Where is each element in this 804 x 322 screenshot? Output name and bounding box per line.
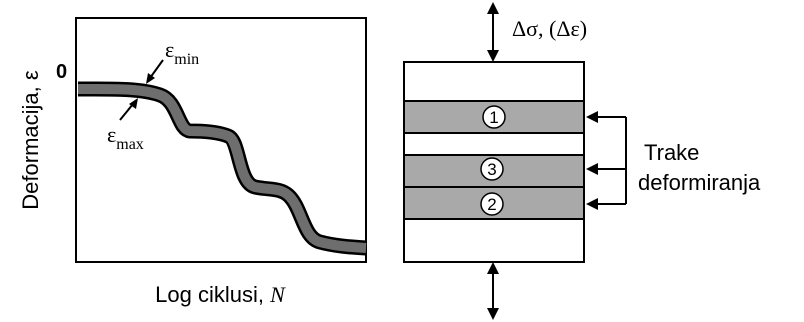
- strain-curve-outline: [77, 81, 367, 256]
- eps-min-label: εmin: [165, 37, 199, 68]
- bottom-load-arrowhead-up: [487, 262, 499, 274]
- band-bracket: [594, 116, 627, 205]
- band-3-number: 3: [487, 160, 496, 179]
- load-label: Δσ, (Δε): [512, 16, 587, 41]
- bracket-arrowhead-3: [586, 163, 598, 175]
- bracket-arrowhead-2: [586, 198, 598, 210]
- bands-label-line1: Trake: [644, 140, 699, 165]
- bottom-load-arrowhead-down: [487, 308, 499, 320]
- eps-max-label: εmax: [107, 122, 144, 153]
- bands-label-line2: deformiranja: [638, 170, 761, 195]
- band-2-marker: [480, 192, 504, 216]
- eps-min-arrow-line: [149, 59, 164, 79]
- band-1-number: 1: [489, 108, 498, 127]
- strain-plot: Deformacija, ε 0 εmin εmax Log ciklusi, …: [18, 17, 367, 307]
- band-3-marker: [480, 157, 504, 181]
- top-load-arrowhead-down: [487, 50, 499, 62]
- zero-label: 0: [56, 61, 67, 83]
- eps-max-arrow-line: [119, 103, 134, 121]
- specimen-schematic: Δσ, (Δε) 1 3 2 Trake deformiranja: [403, 2, 761, 320]
- top-load-arrowhead-up: [487, 2, 499, 14]
- x-axis-label: Log ciklusi, N: [155, 282, 286, 307]
- eps-max-arrowhead: [129, 98, 138, 109]
- y-axis-label: Deformacija, ε: [18, 70, 43, 210]
- strain-curve-band: [77, 83, 367, 253]
- eps-min-arrowhead: [146, 73, 155, 84]
- band-1-marker: [482, 105, 506, 129]
- plot-frame: [75, 17, 367, 263]
- bracket-arrowhead-1: [586, 111, 598, 123]
- band-2-number: 2: [487, 195, 496, 214]
